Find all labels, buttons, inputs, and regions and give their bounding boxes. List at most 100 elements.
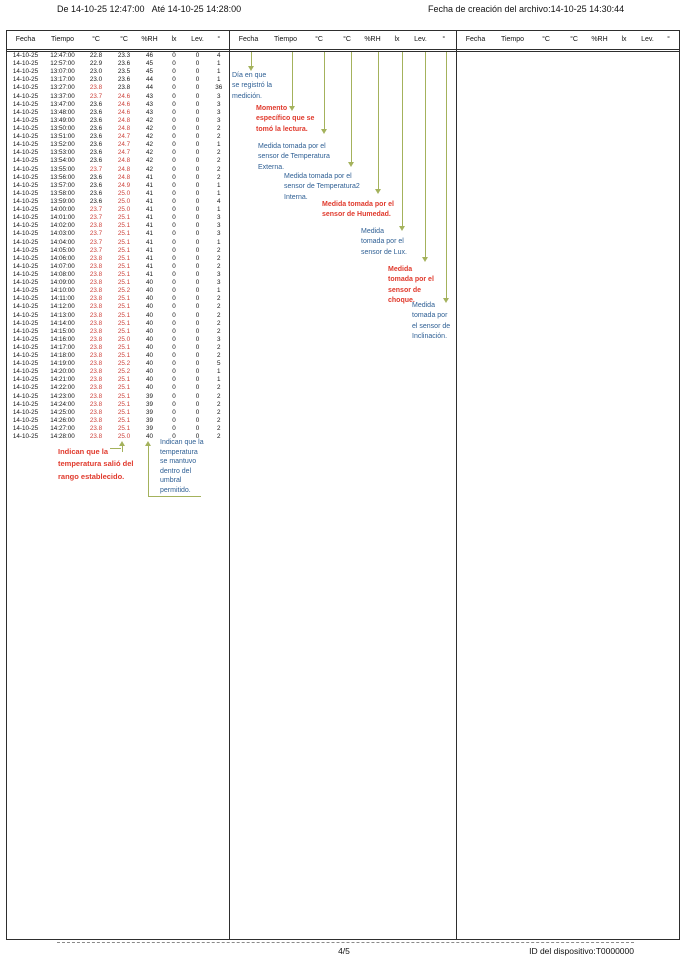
cell: 1: [216, 238, 221, 246]
cell: 25.1: [117, 222, 131, 230]
cell: 25.2: [117, 360, 131, 368]
cell: 42: [145, 157, 153, 165]
cell: 23.8: [89, 408, 103, 416]
cell: 0: [195, 100, 200, 108]
cell: 14:25:00: [50, 408, 75, 416]
cell: 0: [195, 124, 200, 132]
cell: 0: [195, 197, 200, 205]
cell: 25.0: [117, 197, 131, 205]
cell: 41: [145, 173, 153, 181]
cell: 23.8: [89, 360, 103, 368]
cell: 3: [216, 270, 221, 278]
cell: 14:04:00: [50, 238, 75, 246]
file-creation-date: Fecha de creación del archivo:14-10-25 1…: [428, 4, 625, 14]
cell: 0: [172, 157, 176, 165]
cell: 41: [145, 254, 153, 262]
cell: 0: [172, 76, 176, 84]
cell: 0: [172, 416, 176, 424]
cell: 2: [216, 254, 221, 262]
cell: 41: [145, 238, 153, 246]
cell: 1: [216, 376, 221, 384]
cell: 14:07:00: [50, 262, 75, 270]
cell: 0: [195, 92, 200, 100]
cell: 14-10-25: [12, 92, 39, 100]
cell: 25.1: [117, 230, 131, 238]
cell: 13:54:00: [50, 157, 75, 165]
cell: 23.8: [89, 319, 103, 327]
cell: 14:08:00: [50, 270, 75, 278]
cell: 23.6: [89, 189, 103, 197]
cell: 0: [195, 108, 200, 116]
cell: 23.8: [89, 295, 103, 303]
cell: 41: [145, 197, 153, 205]
cell: 25.1: [117, 376, 131, 384]
cell: 40: [145, 319, 153, 327]
cell: 0: [195, 116, 200, 124]
cell: 40: [145, 311, 153, 319]
cell: 42: [145, 124, 153, 132]
cell: 0: [195, 76, 200, 84]
cell: 0: [195, 416, 200, 424]
cell: 2: [216, 400, 221, 408]
column-header: Lev.: [641, 36, 654, 43]
tiempo-arrow-icon: [288, 52, 296, 111]
cell: 23.3: [117, 52, 131, 59]
column-header: %RH: [364, 36, 381, 43]
cell: 2: [216, 408, 221, 416]
cell: 0: [195, 84, 200, 92]
cell: 23.8: [89, 84, 103, 92]
cell: 2: [216, 327, 221, 335]
cell: 14:02:00: [50, 222, 75, 230]
cell: 41: [145, 222, 153, 230]
cell: 0: [172, 279, 176, 287]
cell: 25.2: [117, 287, 131, 295]
shock-arrow-icon: [421, 52, 429, 262]
cell: 2: [216, 392, 221, 400]
cell: 4: [216, 197, 221, 205]
cell: 0: [172, 124, 176, 132]
cell: 1: [216, 181, 221, 189]
cell: 13:49:00: [50, 116, 75, 124]
cell: 14-10-25: [12, 368, 39, 376]
cell: 14-10-25: [12, 116, 39, 124]
cell: 40: [145, 368, 153, 376]
cell: 25.1: [117, 270, 131, 278]
cell: 23.8: [89, 400, 103, 408]
column-header: Fecha: [465, 36, 486, 43]
cell: 0: [172, 303, 176, 311]
cell: 0: [172, 68, 176, 76]
cell: 13:48:00: [50, 108, 75, 116]
cell: 14-10-25: [12, 68, 39, 76]
cell: 0: [172, 238, 176, 246]
cell: 14:00:00: [50, 206, 75, 214]
cell: 3: [216, 279, 221, 287]
cell: 2: [216, 246, 221, 254]
cell: 0: [195, 262, 200, 270]
cell: 42: [145, 165, 153, 173]
cell: 2: [216, 133, 221, 141]
note-temp-interna: Medida tomada por el sensor de Temperatu…: [284, 173, 360, 201]
cell: 0: [172, 254, 176, 262]
cell: 5: [216, 360, 221, 368]
column-header: °C: [315, 36, 323, 43]
cell: 23.5: [117, 68, 131, 76]
cell: 14-10-25: [12, 400, 39, 408]
cell: 39: [145, 392, 153, 400]
cell: 0: [172, 343, 176, 351]
cell: 2: [216, 165, 221, 173]
cell: 3: [216, 92, 221, 100]
cell: 0: [172, 392, 176, 400]
